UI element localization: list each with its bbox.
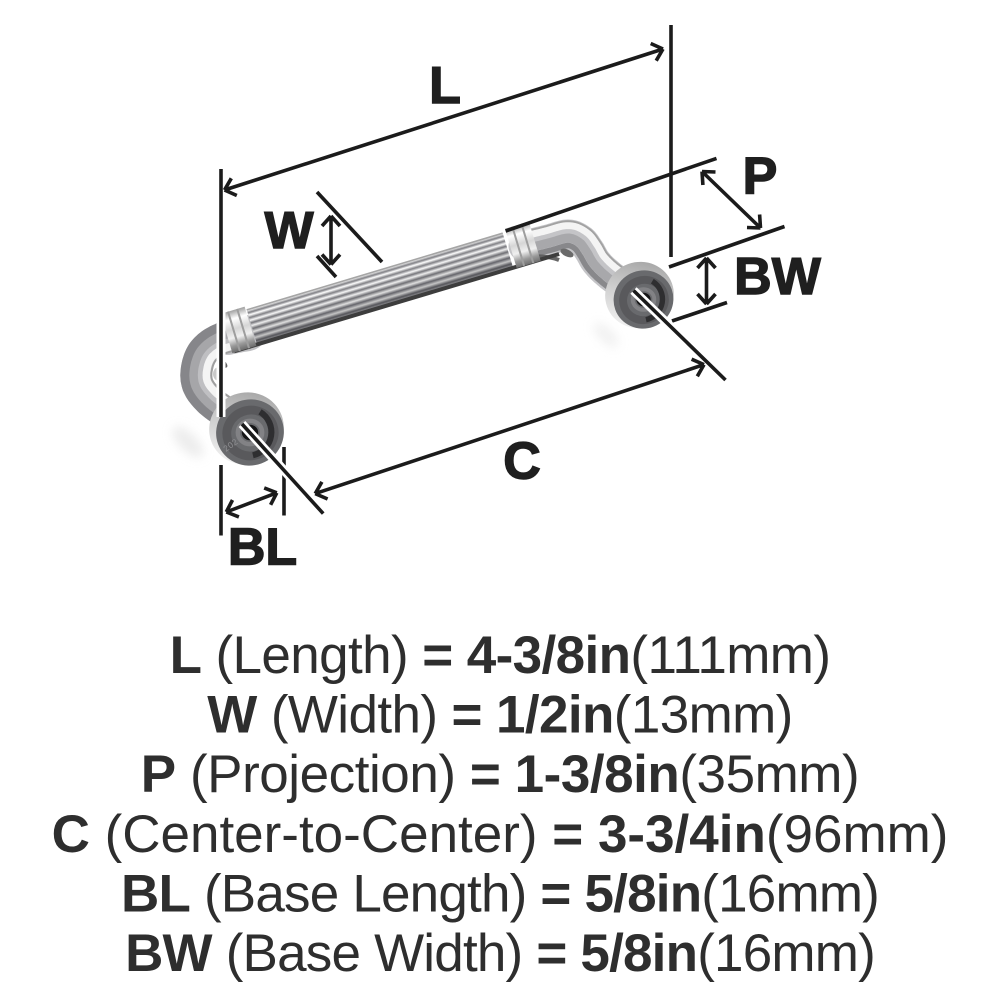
svg-text:L: L (429, 57, 461, 115)
svg-text:L (Length) = 4-3/8in(111mm): L (Length) = 4-3/8in(111mm) (170, 626, 831, 685)
svg-text:W: W (264, 202, 314, 260)
svg-text:P (Projection) = 1-3/8in(35mm): P (Projection) = 1-3/8in(35mm) (141, 745, 859, 804)
svg-text:C (Center-to-Center) = 3-3/4in: C (Center-to-Center) = 3-3/4in(96mm) (52, 805, 949, 864)
svg-text:BW (Base Width) = 5/8in(16mm): BW (Base Width) = 5/8in(16mm) (125, 924, 875, 983)
svg-text:W (Width) = 1/2in(13mm): W (Width) = 1/2in(13mm) (207, 686, 792, 745)
svg-text:BL (Base Length) = 5/8in(16mm): BL (Base Length) = 5/8in(16mm) (121, 864, 879, 923)
svg-text:BL: BL (228, 519, 297, 577)
svg-text:P: P (743, 148, 778, 206)
svg-text:BW: BW (734, 248, 822, 306)
svg-text:C: C (503, 433, 541, 491)
